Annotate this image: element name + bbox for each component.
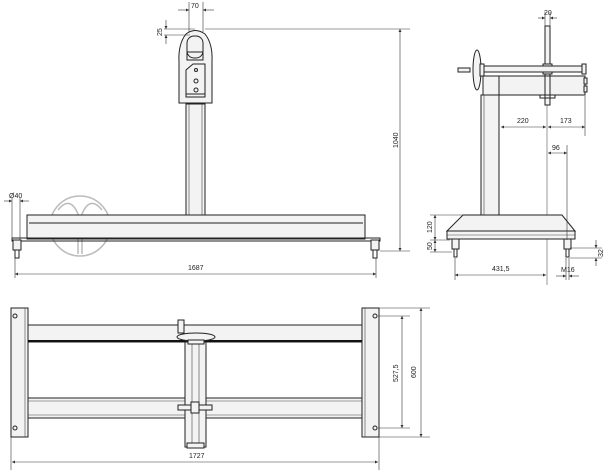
arm-box (482, 75, 588, 106)
dim-label: M16 (561, 267, 575, 274)
front-view: 70 25 1040 Ø40 1687 (4, 2, 410, 278)
crossbar (177, 401, 213, 414)
dimension-20: 20 (538, 10, 557, 26)
dim-label: 173 (560, 118, 572, 125)
dimension-1687: 1687 (14, 258, 377, 278)
dimension-diameter-40: Ø40 (4, 193, 29, 240)
lifting-eye (178, 30, 213, 104)
handwheel (457, 49, 485, 91)
column (185, 103, 206, 223)
end-plate-left (10, 307, 29, 438)
dim-label: 1727 (189, 453, 205, 460)
dim-label: Ø40 (9, 193, 22, 200)
dimension-1040: 1040 (205, 28, 410, 252)
end-plate-right (361, 307, 380, 438)
dim-label: 220 (517, 118, 529, 125)
dimension-600: 600 (379, 307, 430, 438)
dim-label: 32 (598, 249, 605, 257)
leveling-feet (12, 239, 380, 259)
side-column (480, 94, 500, 216)
top-handwheel (176, 319, 216, 345)
dimension-96: 96 (548, 145, 568, 240)
dimension-1727: 1727 (10, 437, 380, 470)
dimension-25: 25 (157, 20, 195, 44)
dimension-527-5: 527,5 (378, 315, 410, 429)
dim-label: 1040 (393, 132, 400, 148)
upper-bar (482, 63, 587, 75)
base-beam (11, 214, 381, 242)
dimension-220: 220 (501, 118, 546, 129)
dim-label: 600 (411, 366, 418, 378)
top-column (184, 341, 207, 449)
dimension-120: 120 (427, 214, 463, 241)
dimension-431-5: 431,5 (454, 258, 546, 280)
dim-label: 431,5 (492, 266, 510, 273)
dim-label: 70 (191, 3, 199, 10)
dim-label: 50 (427, 242, 434, 250)
dim-label: 120 (427, 221, 434, 233)
dimension-50: 50 (427, 240, 452, 253)
side-base (445, 214, 577, 258)
dimension-m16: M16 (556, 258, 579, 280)
dimension-70: 70 (178, 2, 214, 32)
side-view: 20 220 173 96 120 50 431,5 (427, 10, 605, 285)
dimension-173: 173 (548, 96, 586, 136)
dim-label: 527,5 (393, 364, 400, 382)
dimension-32: 32 (570, 240, 605, 266)
dim-label: 20 (544, 10, 552, 17)
dim-label: 25 (157, 28, 164, 36)
dim-label: 1687 (188, 265, 204, 272)
top-view: 527,5 600 1727 (10, 307, 430, 470)
dim-label: 96 (552, 145, 560, 152)
